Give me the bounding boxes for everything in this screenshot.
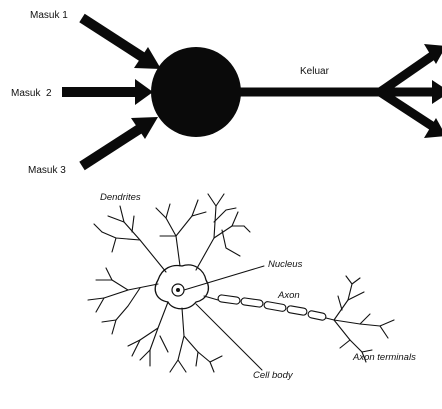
axon-label: Axon [277,290,300,301]
output-label: Keluar [300,66,330,77]
input-label-2: Masuk 2 [11,88,52,99]
dendrites [88,194,250,372]
leader-lines [184,266,264,370]
output-arrows [380,44,442,138]
input-arrow-2 [62,79,153,105]
nucleus-label: Nucleus [268,259,303,270]
axon-terminals-label: Axon terminals [352,352,416,363]
input-label-3: Masuk 3 [28,165,66,176]
dendrites-label: Dendrites [100,192,141,203]
cell-body-label: Cell body [253,370,294,381]
neuron-diagram [88,194,394,372]
input-arrow-1 [82,18,161,69]
perceptron-diagram: Masuk 1 Masuk 2 Masuk 3 Keluar [11,10,442,176]
cell-body [155,265,208,309]
perceptron-node [151,47,241,137]
nucleus [172,284,184,296]
axon-terminals [334,276,394,362]
axon [204,295,334,321]
input-label-1: Masuk 1 [30,10,68,21]
input-arrow-3 [82,117,158,166]
